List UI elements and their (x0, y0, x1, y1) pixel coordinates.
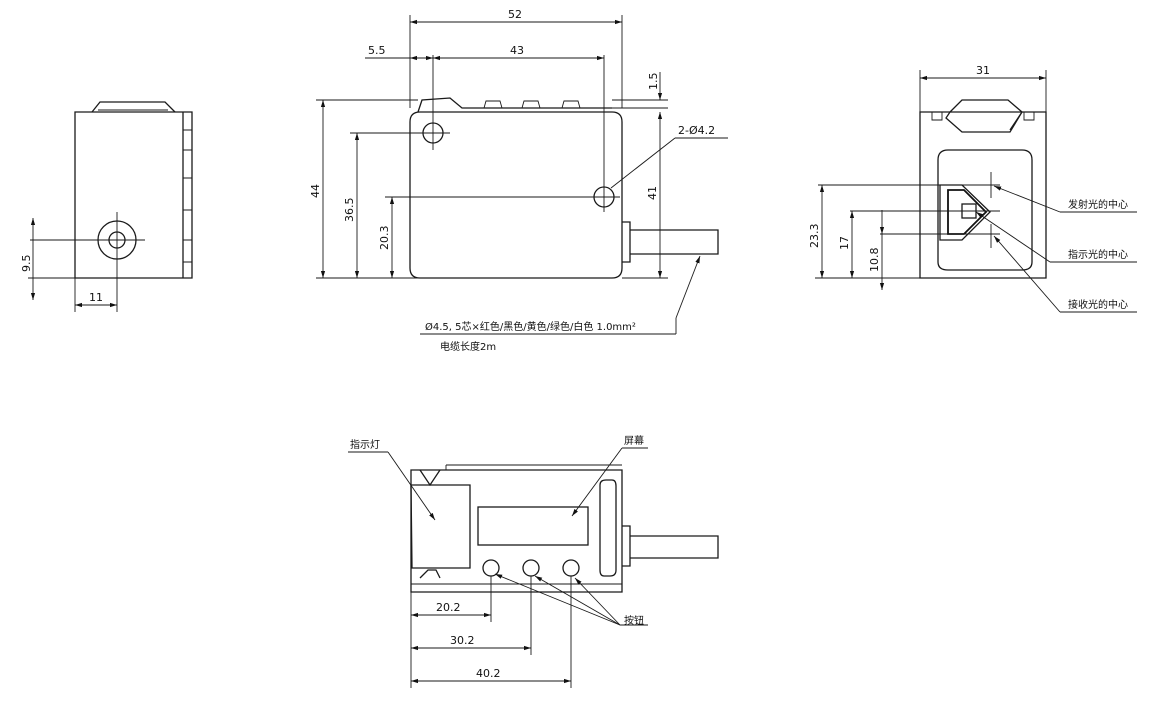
top-view: 指示灯 屏幕 按钮 20.2 30.2 40.2 (348, 434, 719, 688)
cable-spec-label: Ø4.5, 5芯×红色/黑色/黄色/绿色/白色 1.0mm² (425, 320, 636, 333)
dim-hole-callout: 2-Ø4.2 (678, 124, 715, 137)
dim-height-36-5: 36.5 (343, 198, 356, 223)
receive-center-label: 接收光的中心 (1068, 298, 1128, 311)
display-screen (477, 506, 589, 546)
dim-overall-height: 44 (309, 184, 322, 198)
dim-right-17: 17 (838, 236, 851, 250)
dim-bottom-20-2: 20.2 (436, 601, 461, 614)
front-view: 52 43 5.5 1.5 2-Ø4.2 44 36.5 20.3 41 Ø4.… (309, 8, 728, 353)
dim-left-hole-offset: 11 (89, 291, 103, 304)
dim-right-23-3: 23.3 (808, 224, 821, 249)
left-side-view: 9.5 11 (20, 101, 193, 312)
dim-hole-pitch: 43 (510, 44, 524, 57)
indicator-light-label: 指示灯 (350, 438, 380, 451)
button-1[interactable] (482, 559, 500, 577)
cable-length-label: 电缆长度2m (440, 340, 496, 353)
buttons-label: 按钮 (624, 614, 644, 627)
dim-top-offset: 1.5 (647, 73, 660, 91)
dim-left-hole-height: 9.5 (20, 255, 33, 273)
dim-height-20-3: 20.3 (378, 226, 391, 251)
button-2[interactable] (522, 559, 540, 577)
button-3[interactable] (562, 559, 580, 577)
dim-overall-width: 52 (508, 8, 522, 21)
dim-body-height: 41 (646, 186, 659, 200)
indicator-center-label: 指示光的中心 (1068, 248, 1128, 261)
dim-right-width: 31 (976, 64, 990, 77)
indicator-light-window (410, 484, 471, 569)
emit-center-label: 发射光的中心 (1068, 198, 1128, 211)
dim-bottom-40-2: 40.2 (476, 667, 501, 680)
right-side-view: 31 23.3 17 10.8 发射光的中心 指示光的中心 接收光的中心 (808, 64, 1137, 313)
dim-bottom-30-2: 30.2 (450, 634, 475, 647)
screen-label: 屏幕 (624, 434, 644, 447)
dim-hole-offset: 5.5 (368, 44, 386, 57)
dim-right-10-8: 10.8 (868, 248, 881, 273)
